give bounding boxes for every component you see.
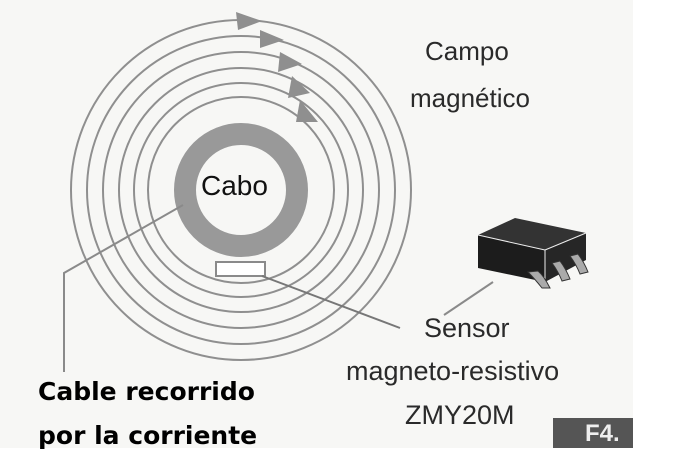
arrow-icon xyxy=(236,12,262,30)
figure-tag: F4. xyxy=(585,420,620,447)
field-label-line1: Campo xyxy=(425,36,509,66)
sensor-label-line1: Sensor xyxy=(424,313,510,343)
field-line-3 xyxy=(102,51,380,329)
arrow-icon xyxy=(278,52,302,72)
caption-line1: Cable recorrido xyxy=(38,377,255,406)
cable-insulation-ring xyxy=(174,123,308,257)
sensor-label-line2: magneto-resistivo xyxy=(346,356,560,386)
cable-pointer-line xyxy=(63,204,184,372)
sensor-label-line3: ZMY20M xyxy=(405,400,515,430)
field-line-5 xyxy=(133,82,349,298)
arrow-icon xyxy=(288,76,310,98)
arrow-icon xyxy=(296,100,318,122)
field-label-line2: magnético xyxy=(410,83,530,113)
field-lines xyxy=(70,19,412,361)
field-line-4 xyxy=(118,67,364,313)
sensor-chip-icon xyxy=(477,218,589,289)
field-line-2 xyxy=(86,35,396,345)
figure-tag-box xyxy=(553,418,633,448)
sensor-placement xyxy=(215,261,266,277)
sensor-pointer-line xyxy=(261,275,401,329)
field-line-6 xyxy=(147,96,335,284)
cable-label: Cabo xyxy=(201,170,268,201)
field-arrows xyxy=(236,12,318,122)
caption-line2: por la corriente xyxy=(38,421,258,450)
arrow-icon xyxy=(260,30,284,48)
chip-pointer-line xyxy=(443,281,494,316)
